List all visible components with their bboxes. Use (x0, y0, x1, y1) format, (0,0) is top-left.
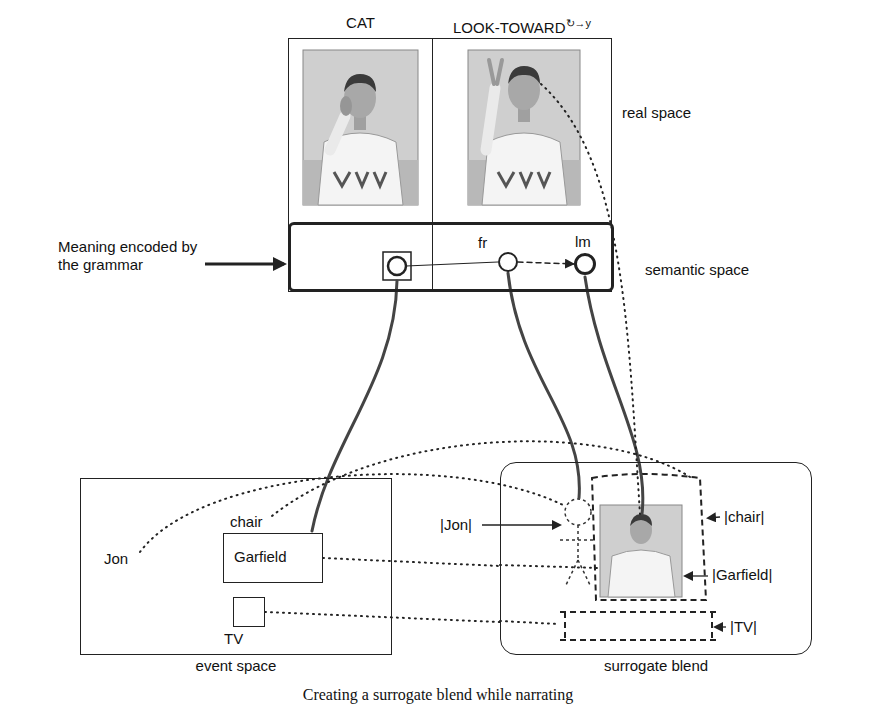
chair-box: chairGarfield (223, 533, 323, 583)
correspondence-line (323, 558, 500, 566)
node-label: lm (575, 233, 591, 251)
correspondence-line (265, 612, 500, 622)
node-label: event space (81, 657, 391, 675)
annotation-note: Meaning encoded by the grammar (58, 238, 208, 274)
blend-label: |Jon| (440, 516, 472, 534)
tv-box: TV (233, 597, 265, 627)
landmark-circle: lm (574, 253, 596, 275)
entity-label: Jon (104, 550, 128, 568)
node-label: chair (230, 513, 263, 531)
sign-panel: CAT (288, 38, 433, 292)
blend-label: |Garfield| (712, 566, 772, 584)
signer-photo (468, 50, 580, 205)
node-label: fr (478, 234, 487, 252)
figure-caption: Creating a surrogate blend while narrati… (0, 686, 876, 704)
heading-group: LOOK-TOWARD↻→y (433, 14, 611, 37)
node-label: TV (224, 630, 243, 648)
leader-arrow (482, 517, 726, 627)
correspondence-line (140, 84, 690, 624)
surrogate-blend-box: surrogate blend (500, 462, 812, 655)
node-label: surrogate blend (501, 657, 811, 675)
node-label: CAT (289, 14, 432, 32)
pointer-arrow (205, 263, 284, 266)
entity-circle (388, 257, 406, 275)
space-label: real space (622, 104, 691, 122)
gloss-superscript: ↻→y (566, 17, 592, 29)
node-label: semantic space (645, 261, 749, 279)
trajector-circle: fr (498, 252, 518, 272)
node-label: Garfield (234, 548, 287, 566)
mapping-arrow (518, 262, 574, 264)
mapping-line (312, 273, 643, 531)
link-line (406, 262, 498, 266)
blend-illustration (560, 474, 716, 640)
signer-photo (303, 50, 418, 205)
blend-label: |chair| (724, 508, 764, 526)
blend-label: |TV| (730, 618, 757, 636)
semantic-space-box: semantic spacefrlm (288, 222, 614, 292)
gloss-label: LOOK-TOWARD (453, 19, 566, 36)
